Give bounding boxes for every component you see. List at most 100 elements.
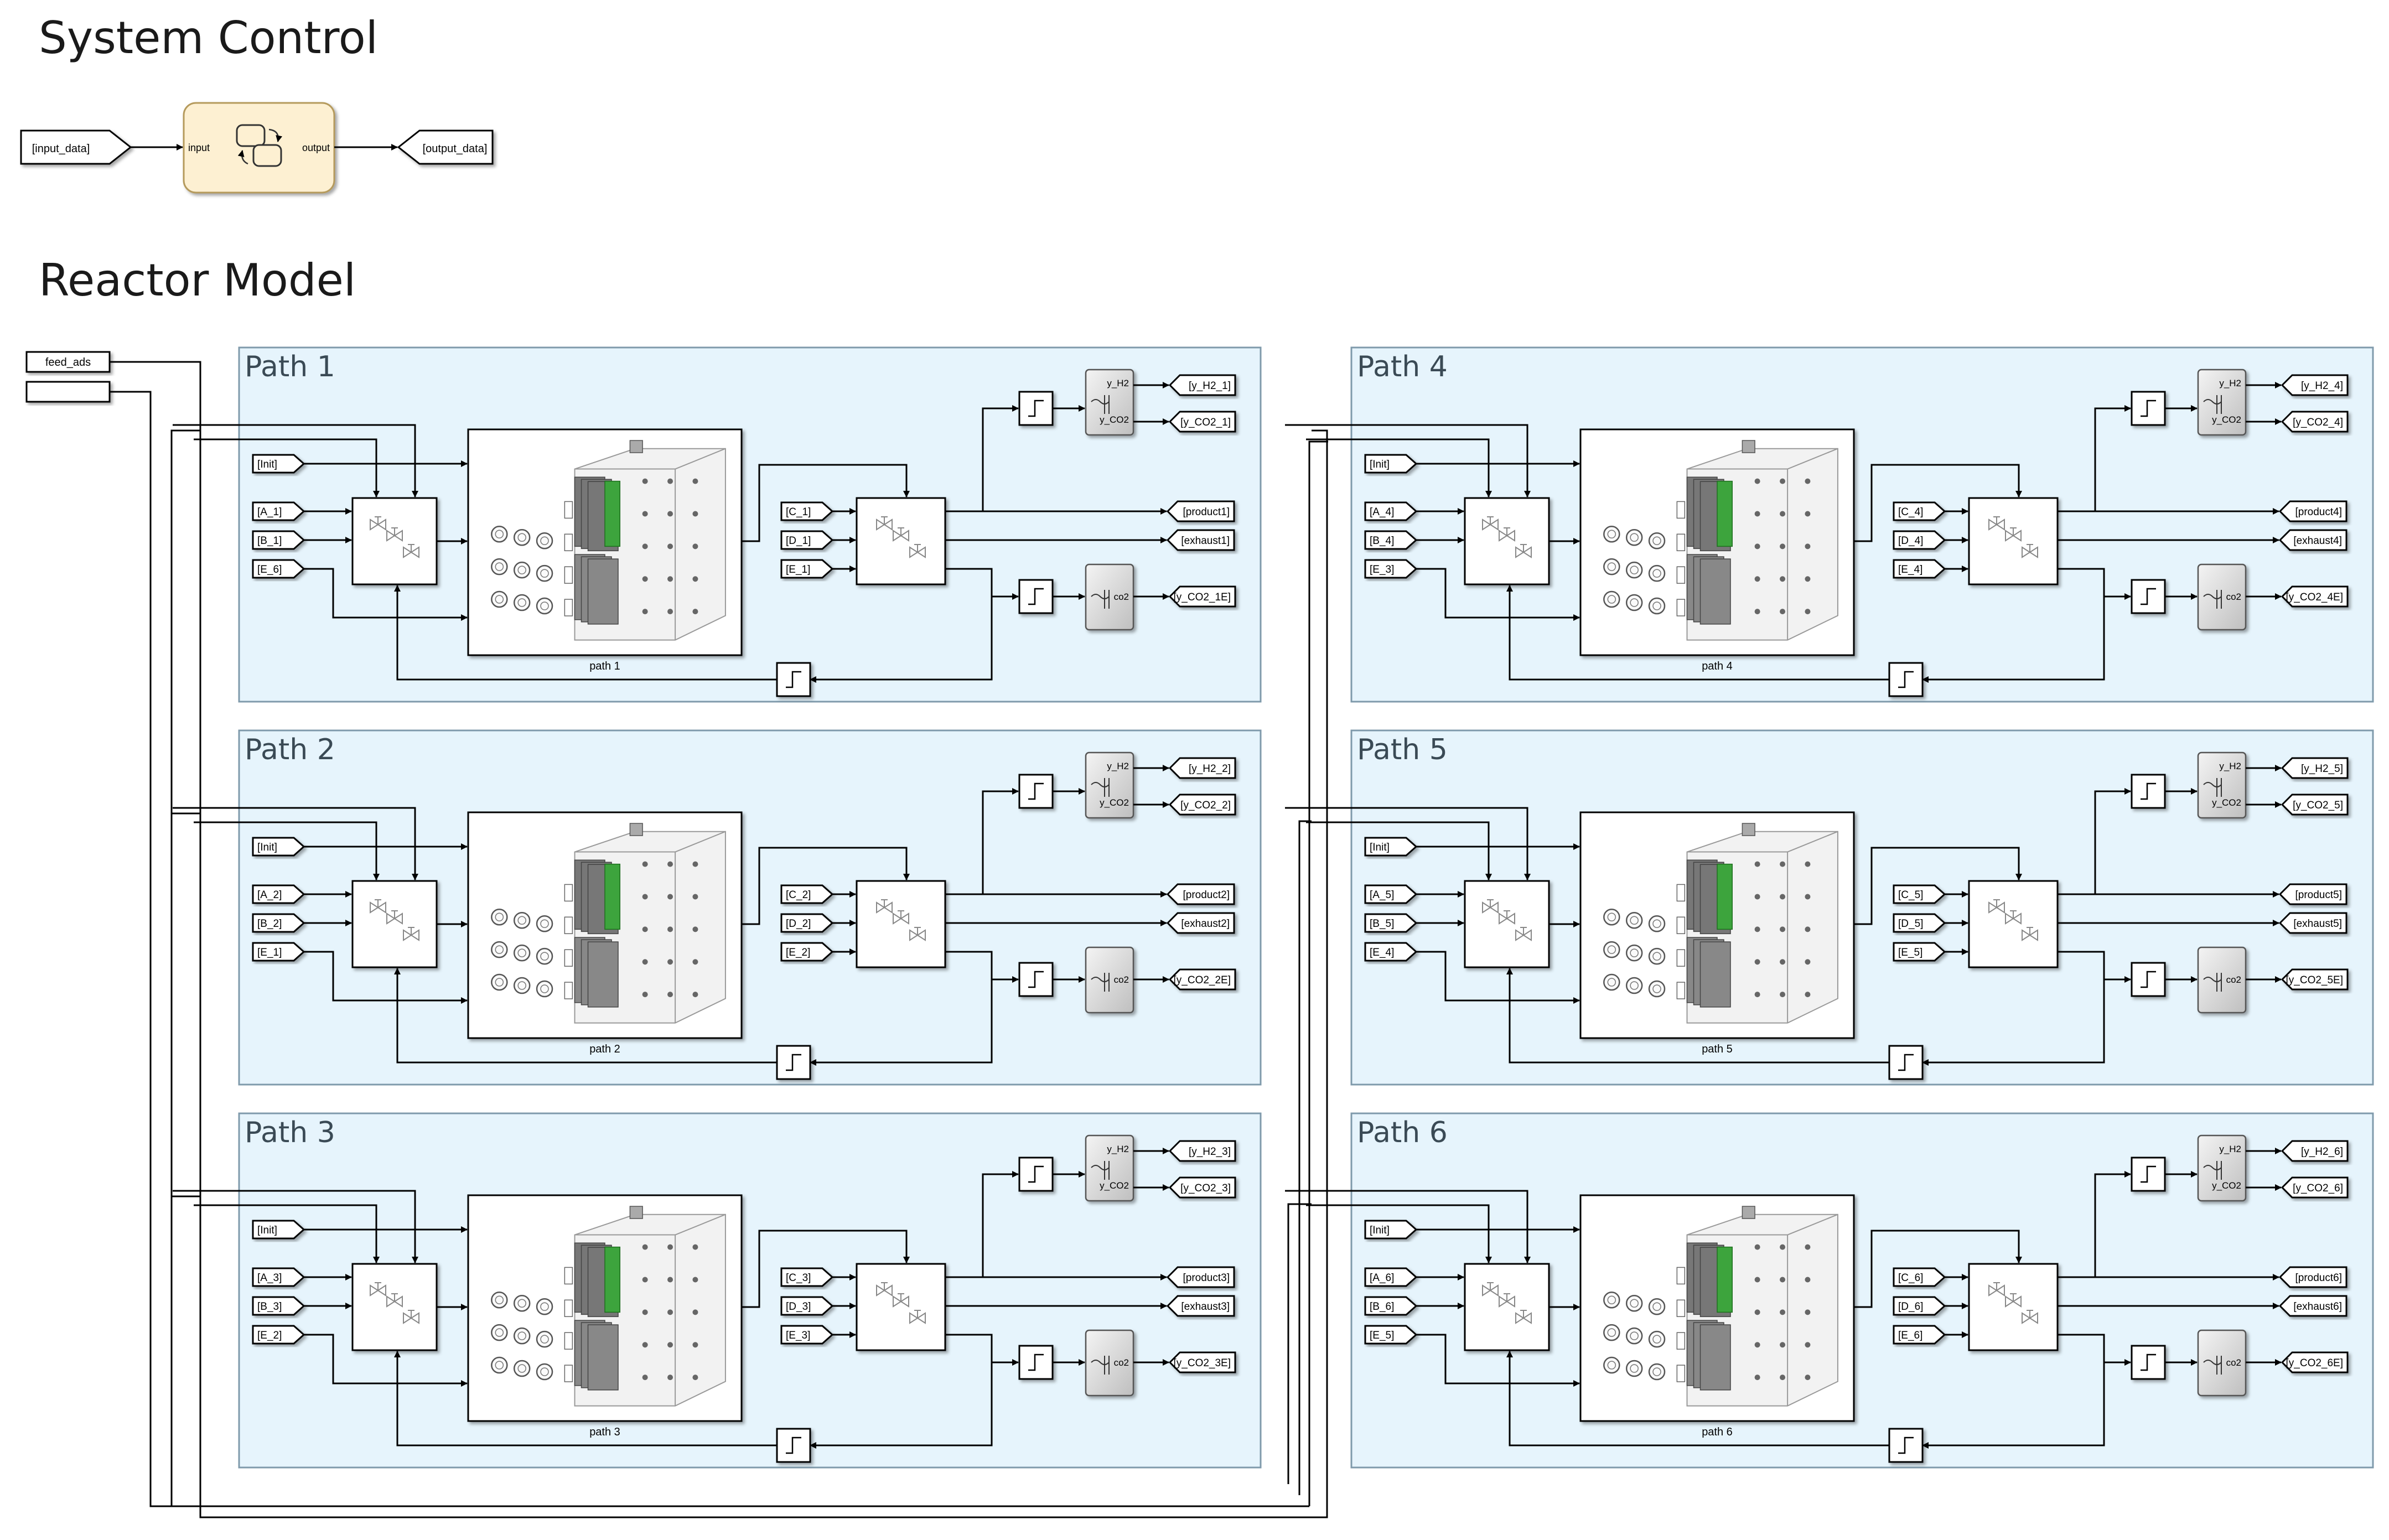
valve-input-tag-1[interactable]: [C_1] [780,501,834,521]
inlet-valve-block[interactable] [1464,497,1550,585]
input-tag-3[interactable]: [E_3] [1364,559,1418,579]
input-tag-1[interactable]: [A_3] [252,1267,305,1287]
delay-block-feedback[interactable] [1888,662,1924,697]
init-tag[interactable]: [Init] [1364,837,1418,857]
y-co2-tag[interactable]: [y_CO2_4] [2281,411,2349,433]
valve-input-tag-3[interactable]: [E_1] [780,559,834,579]
input-tag-2[interactable]: [B_1] [252,530,305,550]
delay-block-lower[interactable] [1018,579,1054,614]
y-h2-tag[interactable]: [y_H2_5] [2281,757,2349,779]
input-tag-3[interactable]: [E_6] [252,559,305,579]
delay-block-lower[interactable] [2131,962,2166,997]
valve-input-tag-2[interactable]: [D_2] [780,913,834,933]
gas-sensor-block[interactable]: y_H2y_CO2 [2197,751,2247,819]
input-tag-3[interactable]: [E_5] [1364,1325,1418,1345]
y-co2-tag[interactable]: [y_CO2_6] [2281,1176,2349,1199]
outlet-valve-block[interactable] [856,1263,946,1351]
valve-input-tag-1[interactable]: [C_5] [1893,884,1946,904]
gas-sensor-block[interactable]: y_H2y_CO2 [1085,1134,1134,1202]
product-tag[interactable]: [product6] [2278,1266,2347,1288]
delay-block-lower[interactable] [1018,1345,1054,1380]
valve-input-tag-2[interactable]: [D_3] [780,1296,834,1316]
delay-block-upper[interactable] [2131,1157,2166,1192]
product-tag[interactable]: [product1] [1166,500,1235,522]
reactor-subsystem[interactable] [467,1194,743,1422]
inlet-valve-block[interactable] [1464,880,1550,968]
input-tag-2[interactable]: [B_4] [1364,530,1418,550]
input-tag-1[interactable]: [A_2] [252,884,305,904]
co2-sensor-block[interactable]: co2 [2197,1329,2247,1397]
y-co2e-tag[interactable]: [y_CO2_5E] [2281,968,2349,991]
init-tag[interactable]: [Init] [252,837,305,857]
init-tag[interactable]: [Init] [1364,1220,1418,1240]
delay-block-upper[interactable] [1018,391,1054,426]
delay-block-lower[interactable] [1018,962,1054,997]
delay-block-lower[interactable] [2131,579,2166,614]
delay-block-feedback[interactable] [1888,1428,1924,1463]
input-tag-2[interactable]: [B_6] [1364,1296,1418,1316]
input-tag-1[interactable]: [A_1] [252,501,305,521]
y-co2-tag[interactable]: [y_CO2_5] [2281,794,2349,816]
input-tag-2[interactable]: [B_5] [1364,913,1418,933]
outlet-valve-block[interactable] [1968,1263,2059,1351]
input-tag-1[interactable]: [A_5] [1364,884,1418,904]
delay-block-upper[interactable] [2131,391,2166,426]
gas-sensor-block[interactable]: y_H2y_CO2 [2197,1134,2247,1202]
co2-sensor-block[interactable]: co2 [1085,946,1134,1014]
valve-input-tag-2[interactable]: [D_6] [1893,1296,1946,1316]
y-co2-tag[interactable]: [y_CO2_1] [1168,411,1236,433]
y-co2e-tag[interactable]: [y_CO2_1E] [1168,585,1236,608]
reactor-subsystem[interactable] [1579,1194,1855,1422]
y-h2-tag[interactable]: [y_H2_6] [2281,1140,2349,1162]
delay-block-lower[interactable] [2131,1345,2166,1380]
feed-ads-block[interactable]: feed_ads [25,351,111,373]
input-tag-1[interactable]: [A_6] [1364,1267,1418,1287]
valve-input-tag-3[interactable]: [E_4] [1893,559,1946,579]
y-co2e-tag[interactable]: [y_CO2_6E] [2281,1351,2349,1373]
inlet-valve-block[interactable] [1464,1263,1550,1351]
delay-block-feedback[interactable] [1888,1045,1924,1080]
init-tag[interactable]: [Init] [252,1220,305,1240]
exhaust-tag[interactable]: [exhaust3] [1166,1295,1235,1317]
gas-sensor-block[interactable]: y_H2y_CO2 [1085,369,1134,436]
goto-tag-output-data[interactable]: [output_data] [397,129,494,165]
feed-second-block[interactable] [25,381,111,403]
input-tag-3[interactable]: [E_1] [252,942,305,962]
outlet-valve-block[interactable] [856,880,946,968]
inlet-valve-block[interactable] [351,880,438,968]
valve-input-tag-1[interactable]: [C_4] [1893,501,1946,521]
valve-input-tag-1[interactable]: [C_2] [780,884,834,904]
input-tag-3[interactable]: [E_2] [252,1325,305,1345]
product-tag[interactable]: [product4] [2278,500,2347,522]
y-h2-tag[interactable]: [y_H2_4] [2281,374,2349,396]
reactor-subsystem[interactable] [467,811,743,1039]
outlet-valve-block[interactable] [1968,497,2059,585]
from-tag-input-data[interactable]: [input_data] [20,129,132,165]
valve-input-tag-3[interactable]: [E_6] [1893,1325,1946,1345]
valve-input-tag-3[interactable]: [E_2] [780,942,834,962]
y-co2-tag[interactable]: [y_CO2_2] [1168,794,1236,816]
valve-input-tag-3[interactable]: [E_5] [1893,942,1946,962]
gas-sensor-block[interactable]: y_H2y_CO2 [1085,751,1134,819]
y-h2-tag[interactable]: [y_H2_2] [1168,757,1236,779]
outlet-valve-block[interactable] [1968,880,2059,968]
stateflow-chart[interactable]: input output [183,102,335,194]
input-tag-3[interactable]: [E_4] [1364,942,1418,962]
reactor-subsystem[interactable] [1579,428,1855,656]
co2-sensor-block[interactable]: co2 [1085,1329,1134,1397]
co2-sensor-block[interactable]: co2 [2197,563,2247,631]
valve-input-tag-1[interactable]: [C_6] [1893,1267,1946,1287]
reactor-subsystem[interactable] [1579,811,1855,1039]
valve-input-tag-1[interactable]: [C_3] [780,1267,834,1287]
delay-block-upper[interactable] [1018,1157,1054,1192]
input-tag-2[interactable]: [B_2] [252,913,305,933]
init-tag[interactable]: [Init] [252,454,305,474]
product-tag[interactable]: [product5] [2278,883,2347,905]
product-tag[interactable]: [product3] [1166,1266,1235,1288]
delay-block-feedback[interactable] [776,662,811,697]
y-co2e-tag[interactable]: [y_CO2_4E] [2281,585,2349,608]
product-tag[interactable]: [product2] [1166,883,1235,905]
exhaust-tag[interactable]: [exhaust5] [2278,912,2347,934]
y-co2e-tag[interactable]: [y_CO2_2E] [1168,968,1236,991]
exhaust-tag[interactable]: [exhaust1] [1166,529,1235,551]
